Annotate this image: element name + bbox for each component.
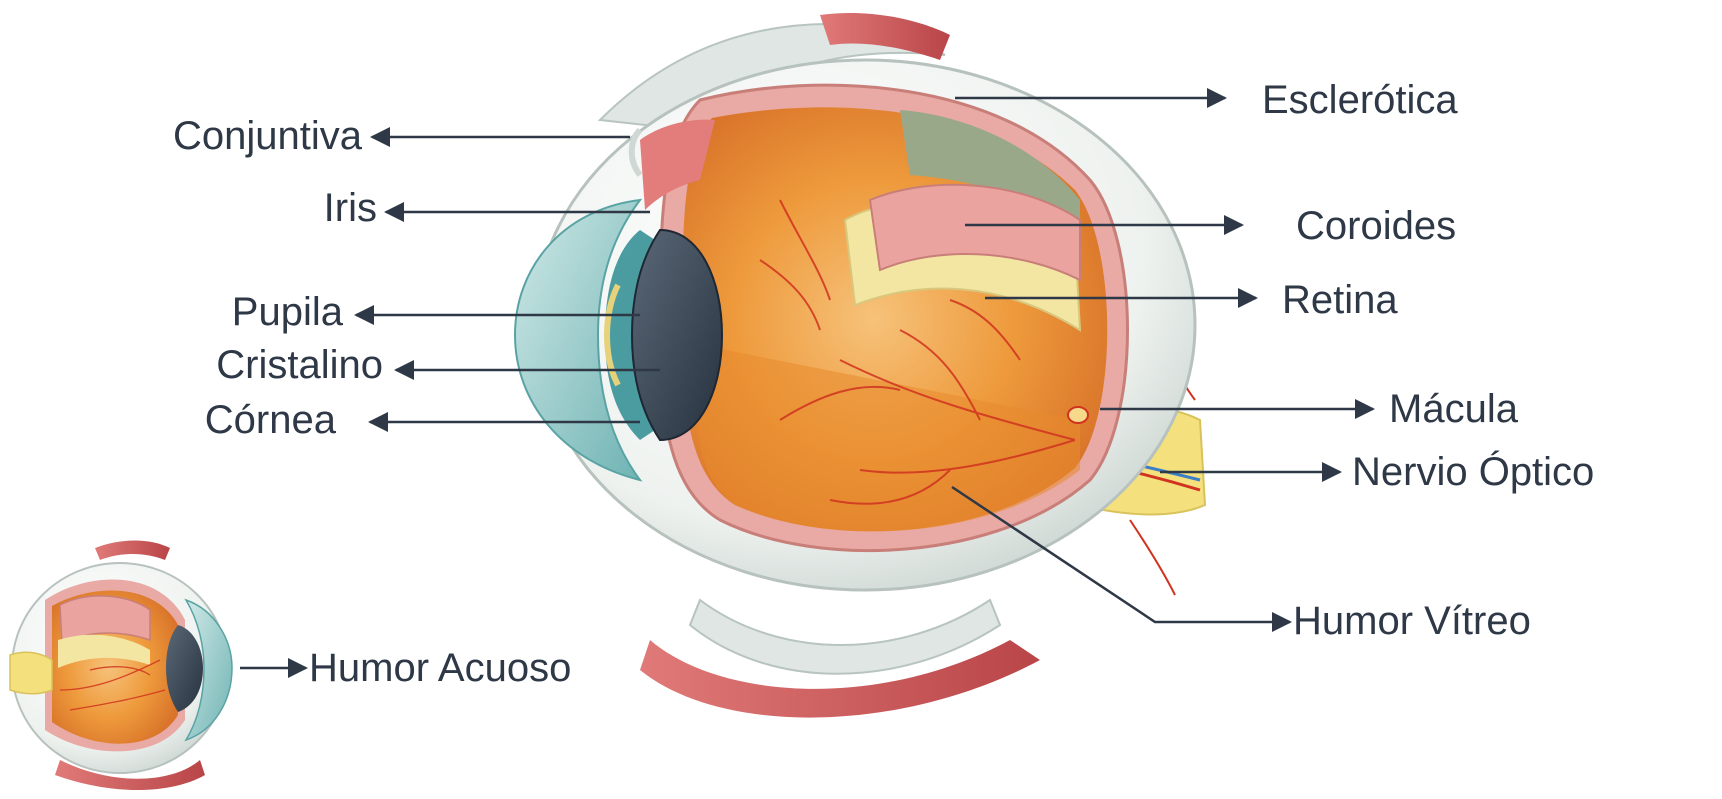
label-macula: Mácula: [1389, 387, 1518, 431]
label-coroides: Coroides: [1296, 204, 1457, 248]
label-conjuntiva: Conjuntiva: [172, 114, 362, 158]
label-esclerotica: Esclerótica: [1262, 78, 1458, 122]
label-nervio-optico: Nervio Óptico: [1352, 450, 1595, 494]
label-cristalino: Cristalino: [216, 343, 383, 387]
leader-line-humor-vitreo: [951, 485, 1292, 632]
label-cornea: Córnea: [204, 398, 336, 442]
label-humor-vitreo: Humor Vítreo: [1293, 599, 1531, 643]
label-iris: Iris: [323, 186, 377, 230]
label-humor-acuoso: Humor Acuoso: [309, 646, 572, 690]
small-eye-illustration: [9, 540, 233, 790]
leader-lines: [240, 88, 1375, 678]
label-pupila: Pupila: [231, 290, 343, 334]
label-retina: Retina: [1282, 278, 1398, 322]
large-eye-illustration: [513, 12, 1207, 718]
